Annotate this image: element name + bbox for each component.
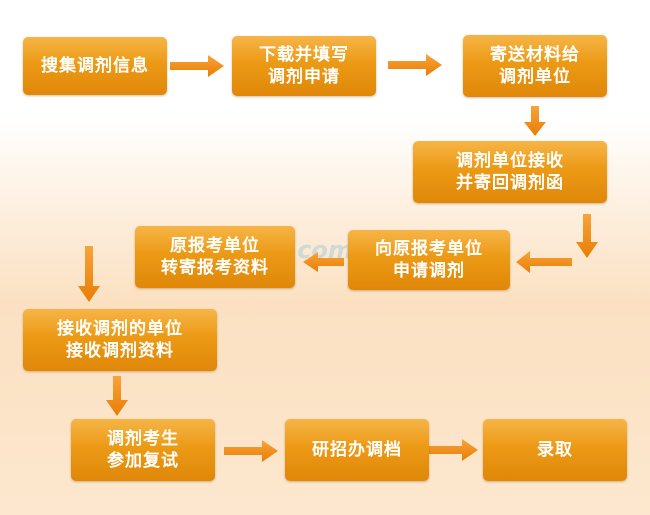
step-forward: 原报考单位 转寄报考资料 (135, 226, 295, 288)
step-label: 申请调剂 (393, 261, 465, 281)
step-collect: 搜集调剂信息 (23, 37, 167, 95)
step-send: 寄送材料给 调剂单位 (463, 35, 607, 97)
arrow-down-4 (106, 376, 128, 416)
step-admit: 录取 (483, 419, 627, 481)
step-label: 接收调剂的单位 (57, 319, 183, 339)
arrow-right-2 (388, 54, 442, 76)
arrow-down-1 (524, 106, 546, 136)
arrow-right-4 (428, 439, 478, 461)
step-label: 调剂单位 (499, 67, 571, 87)
step-label: 寄送材料给 (490, 45, 580, 65)
arrow-right-1 (170, 55, 224, 77)
arrow-down-3 (78, 246, 100, 302)
step-label: 录取 (537, 440, 573, 460)
step-label: 下载并填写 (259, 45, 349, 65)
step-receive-return: 调剂单位接收 并寄回调剂函 (413, 141, 607, 203)
arrow-left-2 (303, 252, 344, 272)
step-label: 向原报考单位 (375, 239, 483, 259)
step-label: 参加复试 (107, 451, 179, 471)
step-label: 研招办调档 (312, 440, 402, 460)
step-label: 转寄报考资料 (161, 258, 269, 278)
step-label: 接收调剂资料 (66, 341, 174, 361)
arrow-right-3 (224, 440, 278, 462)
step-label: 调剂考生 (107, 429, 179, 449)
step-label: 调剂单位接收 (456, 151, 564, 171)
step-label: 原报考单位 (170, 236, 260, 256)
step-label: 并寄回调剂函 (456, 173, 564, 193)
arrow-left-1 (516, 251, 572, 273)
arrow-down-2 (576, 214, 598, 258)
step-archive: 研招办调档 (285, 419, 429, 481)
step-label: 调剂申请 (268, 67, 340, 87)
step-retest: 调剂考生 参加复试 (71, 419, 215, 481)
step-download: 下载并填写 调剂申请 (232, 36, 376, 96)
step-label: 搜集调剂信息 (41, 56, 149, 76)
step-apply-origin: 向原报考单位 申请调剂 (348, 230, 510, 290)
step-accept-unit: 接收调剂的单位 接收调剂资料 (23, 309, 217, 371)
